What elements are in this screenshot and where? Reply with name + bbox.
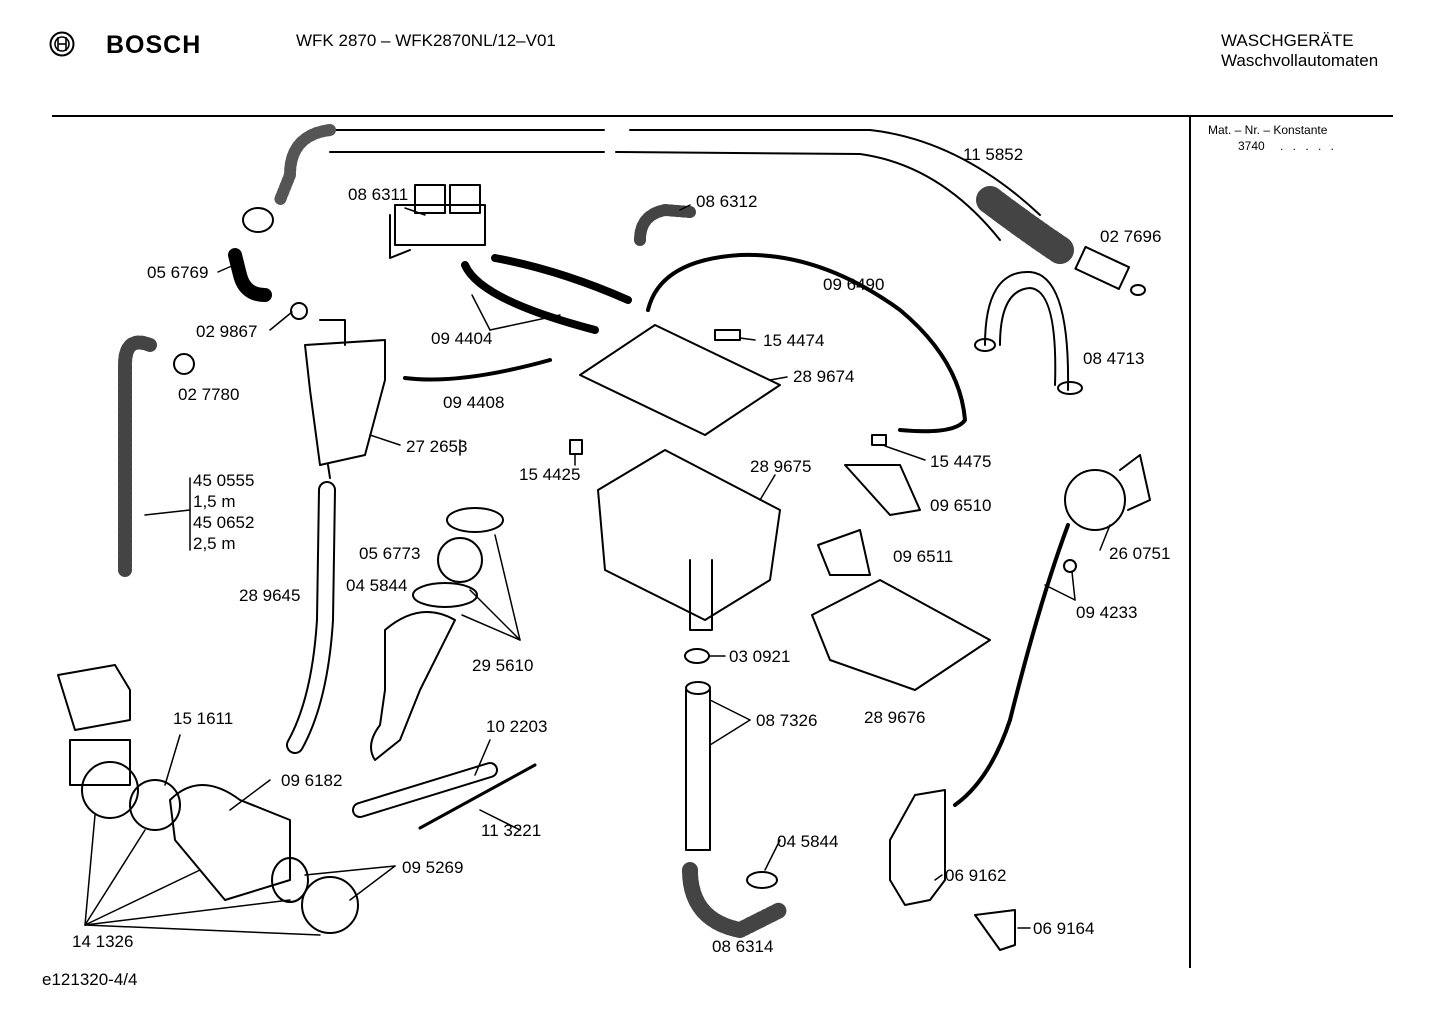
material-number-value: 3740 <box>1238 139 1265 153</box>
pump-part <box>69 739 139 819</box>
part-label: 14 1326 <box>72 932 134 951</box>
part-label: 02 7780 <box>178 385 240 404</box>
header-divider <box>52 115 1393 117</box>
part-label: 11 5852 <box>963 145 1024 164</box>
part-label: 26 0751 <box>1109 544 1171 563</box>
side-divider <box>1189 117 1191 968</box>
brand-name: BOSCH <box>106 31 202 59</box>
part-label: 09 6490 <box>823 275 885 294</box>
part-label: 28 9676 <box>864 708 926 727</box>
part-label: 09 5269 <box>402 858 464 877</box>
part-label: 09 4404 <box>431 329 493 348</box>
part-label: 2,5 m <box>193 534 236 553</box>
pump-cover-part <box>57 664 131 731</box>
part-label: 08 6311 <box>348 185 409 204</box>
part-label: 04 5844 <box>346 576 408 595</box>
inlet-valve-part <box>389 184 486 259</box>
part-label: 02 9867 <box>196 322 258 341</box>
flap-part <box>817 529 871 576</box>
part-label: 08 4713 <box>1083 349 1145 368</box>
part-label: 05 6773 <box>359 544 421 563</box>
hose-part <box>461 261 599 334</box>
hose-part <box>403 358 552 382</box>
filter-cap-part <box>301 876 359 934</box>
holder-part <box>889 789 946 906</box>
hose-part <box>491 254 632 304</box>
pump-seal-part <box>129 779 181 831</box>
tube-part <box>646 252 967 434</box>
part-label: 45 0652 <box>193 513 255 532</box>
part-label: 29 5610 <box>472 656 534 675</box>
part-label: 15 4425 <box>519 465 581 484</box>
ring-part <box>412 582 478 608</box>
category-title: WASCHGERÄTE <box>1221 31 1354 50</box>
part-label: 09 4408 <box>443 393 505 412</box>
part-label: 02 7696 <box>1100 227 1162 246</box>
filter-seal-part <box>271 857 309 903</box>
part-label: 05 6769 <box>147 263 209 282</box>
part-label: 28 9645 <box>239 586 301 605</box>
part-label: 08 6314 <box>712 937 774 956</box>
cable-part <box>418 763 537 830</box>
drain-bend-part <box>682 862 788 938</box>
part-label: 06 9164 <box>1033 919 1095 938</box>
part-label: 09 4233 <box>1076 603 1138 622</box>
connector-part <box>871 434 887 446</box>
part-label: 10 2203 <box>486 717 548 736</box>
part-label: 09 6510 <box>930 496 992 515</box>
part-label: 45 0555 <box>193 471 255 490</box>
part-label: 09 6182 <box>281 771 343 790</box>
elbow-part <box>228 248 272 302</box>
bellows-part <box>370 611 456 761</box>
detergent-drawer-part <box>811 579 991 691</box>
hose-bracket-part <box>974 270 1083 395</box>
bosch-logo-icon <box>49 31 75 57</box>
part-label: 08 6312 <box>696 192 758 211</box>
tray-cover-part <box>579 324 781 436</box>
material-number-title: Mat. – Nr. – Konstante <box>1208 123 1328 137</box>
part-label: 11 3221 <box>481 821 542 840</box>
nut-part <box>173 353 195 375</box>
part-label: 06 9162 <box>945 866 1007 885</box>
seal-ring-part <box>290 302 308 320</box>
drawing-id: e121320-4/4 <box>42 970 138 989</box>
part-label: 09 6511 <box>893 547 954 566</box>
bend-hose-part <box>634 204 696 246</box>
part-label: 27 2653 <box>406 437 468 456</box>
tube-part <box>953 523 1070 807</box>
clamp-part <box>746 871 778 889</box>
gasket-ring-part <box>446 507 504 533</box>
part-label: 04 5844 <box>777 832 839 851</box>
lever-part <box>844 464 921 516</box>
inlet-hose-part <box>242 124 1074 264</box>
valve-cap-part <box>974 909 1016 951</box>
part-label: 15 4474 <box>763 331 825 350</box>
clip-part <box>714 329 741 341</box>
filter-part <box>1074 245 1146 296</box>
category-subtitle: Waschvollautomaten <box>1221 51 1379 70</box>
material-dots: . . . . . <box>1280 139 1338 153</box>
ball-part <box>437 537 483 583</box>
part-label: 15 1611 <box>173 709 234 728</box>
drain-hose-part <box>118 335 157 577</box>
plug-part <box>569 439 583 455</box>
detergent-housing-part <box>597 449 781 631</box>
part-label: 28 9674 <box>793 367 855 386</box>
pipe-part <box>685 689 711 851</box>
part-label: 08 7326 <box>756 711 818 730</box>
pressure-switch-part <box>1064 454 1151 531</box>
leader-lines <box>84 204 1111 936</box>
pump-housing-part <box>169 784 291 901</box>
part-label: 1,5 m <box>193 492 236 511</box>
part-label: 03 0921 <box>729 647 791 666</box>
sleeve-part <box>684 648 710 664</box>
model-title: WFK 2870 – WFK2870NL/12–V01 <box>296 31 556 50</box>
air-trap-tank-part <box>304 319 386 479</box>
part-label: 28 9675 <box>750 457 812 476</box>
part-label: 15 4475 <box>930 452 992 471</box>
